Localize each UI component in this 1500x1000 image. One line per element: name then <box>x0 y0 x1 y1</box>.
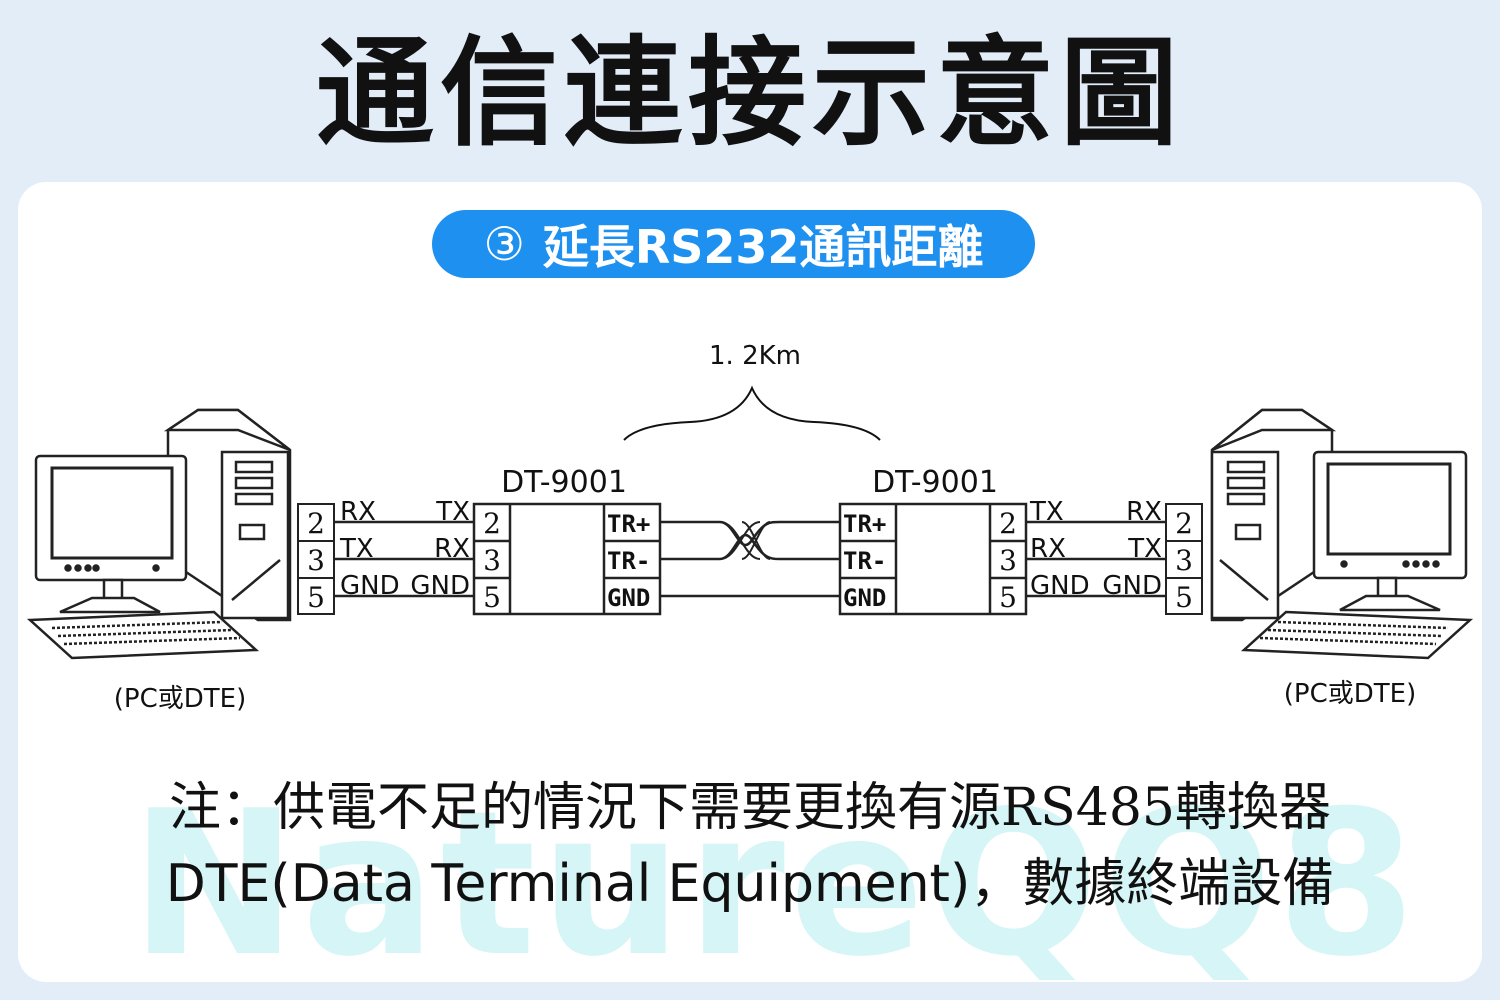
right-pc-signal-1: RX <box>1126 497 1162 527</box>
left-conv-pin-3: 5 <box>483 581 501 614</box>
right-pc-pin-3: 5 <box>1175 581 1193 614</box>
note-dte-definition: DTE(Data Terminal Equipment)，數據終端設備 <box>165 854 1335 914</box>
left-conv-pin-1: 2 <box>483 507 501 540</box>
right-conv-pin-1: 2 <box>999 507 1017 540</box>
left-conv-rs232-signal-3: GND <box>410 571 470 601</box>
right-conv-rs232-signal-2: RX <box>1030 534 1066 564</box>
right-conv-terminal-2: TR- <box>843 547 886 575</box>
left-pc-pin-2: 3 <box>307 544 325 577</box>
note-power: 注：供電不足的情況下需要更換有源RS485轉換器 <box>168 778 1332 838</box>
left-conv-terminal-1: TR+ <box>607 510 650 538</box>
right-pc-signal-3: GND <box>1102 571 1162 601</box>
page-title: 通信連接示意圖 <box>315 24 1184 162</box>
section-label: 延長RS232通訊距離 <box>542 220 984 274</box>
left-converter-model: DT-9001 <box>501 465 627 500</box>
right-pc-pin-1: 2 <box>1175 507 1193 540</box>
right-converter-box <box>838 502 1028 616</box>
section-badge: ③ 延長RS232通訊距離 <box>432 210 1035 278</box>
left-conv-rs232-signal-2: RX <box>434 534 470 564</box>
left-pc-pin-3: 5 <box>307 581 325 614</box>
left-conv-pin-2: 3 <box>483 544 501 577</box>
right-conv-pin-3: 5 <box>999 581 1017 614</box>
left-conv-rs232-signal-1: TX <box>435 497 470 527</box>
section-number: ③ <box>483 217 525 271</box>
right-converter-model: DT-9001 <box>872 465 998 500</box>
right-pc-signal-2: TX <box>1127 534 1162 564</box>
right-pc-label: (PC或DTE) <box>1284 679 1416 709</box>
right-conv-pin-2: 3 <box>999 544 1017 577</box>
right-rs232-wires <box>1026 520 1166 598</box>
distance-label: 1. 2Km <box>709 341 801 371</box>
left-conv-terminal-3: GND <box>607 584 650 612</box>
right-pc-pin-2: 3 <box>1175 544 1193 577</box>
right-conv-rs232-signal-1: TX <box>1029 497 1064 527</box>
right-conv-terminal-3: GND <box>843 584 886 612</box>
left-converter-box <box>472 502 662 616</box>
left-pc-port <box>297 503 335 615</box>
right-computer-icon <box>1210 408 1474 660</box>
left-pc-pin-1: 2 <box>307 507 325 540</box>
rs485-twisted-pair <box>660 520 840 598</box>
left-conv-terminal-2: TR- <box>607 547 650 575</box>
right-pc-port <box>1165 503 1203 615</box>
distance-brace <box>623 385 881 441</box>
watermark: NatureQQ88 <box>130 790 1410 980</box>
right-conv-rs232-signal-3: GND <box>1030 571 1090 601</box>
left-pc-label: (PC或DTE) <box>114 684 246 714</box>
left-computer-icon <box>26 408 292 660</box>
right-conv-terminal-1: TR+ <box>843 510 886 538</box>
left-rs232-wires <box>334 520 474 598</box>
